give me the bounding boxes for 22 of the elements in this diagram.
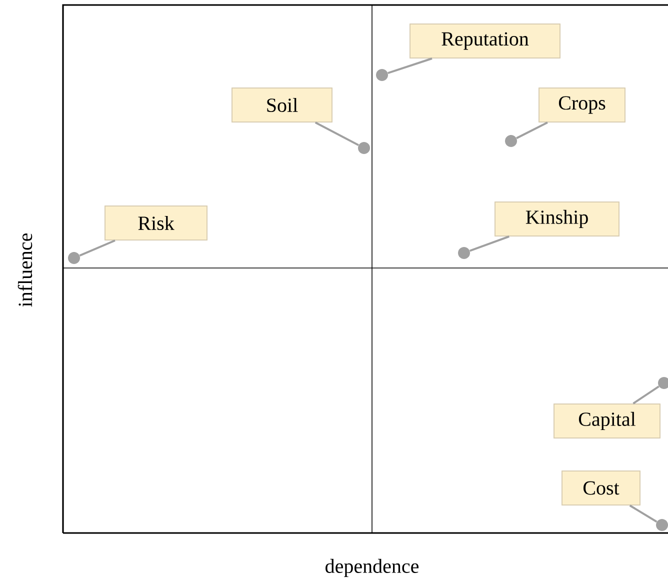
leader-line xyxy=(388,58,432,74)
leader-line xyxy=(516,122,548,140)
label-box: Kinship xyxy=(494,202,620,236)
axis-title: influence xyxy=(18,233,32,307)
leader-line xyxy=(469,236,510,252)
leader-line xyxy=(632,386,660,404)
label-box: Risk xyxy=(104,206,208,240)
dot xyxy=(376,69,388,81)
leader-line xyxy=(314,122,359,146)
dot xyxy=(505,135,517,147)
label-box: Cost xyxy=(562,470,640,506)
label-box: Crops xyxy=(538,88,626,122)
axis-title: dependence xyxy=(326,558,419,578)
dot xyxy=(656,519,668,531)
label-box: Soil xyxy=(232,88,332,122)
label-box: Capital xyxy=(554,404,660,438)
leader-line xyxy=(79,240,116,256)
dot xyxy=(68,252,80,264)
leader-line xyxy=(629,504,658,523)
dot xyxy=(358,142,370,154)
label-box: Reputation xyxy=(410,24,560,58)
dot xyxy=(458,247,470,259)
